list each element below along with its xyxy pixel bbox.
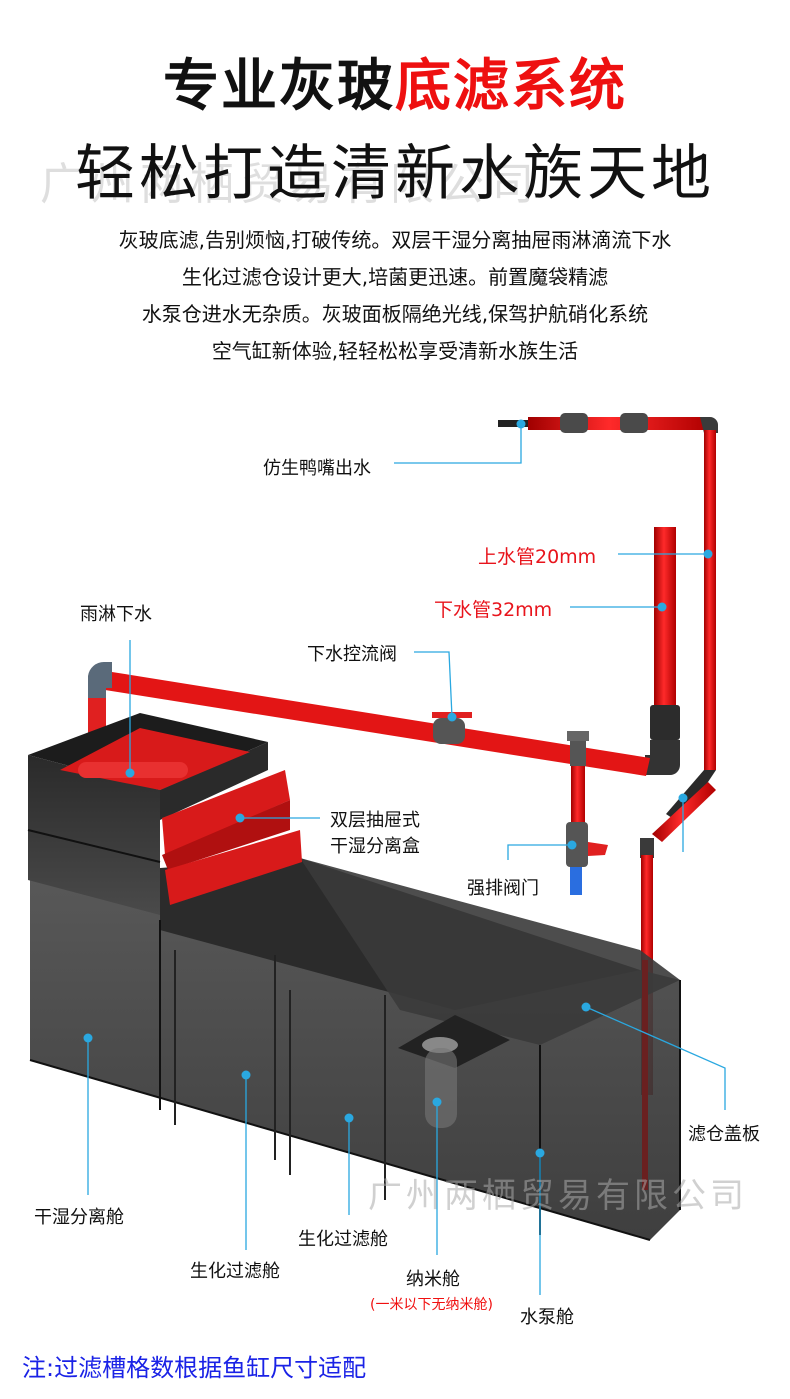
sump-tank [29, 858, 681, 1241]
callout-cover-plate [585, 1006, 726, 1110]
label-rain-drip: 雨淋下水 [80, 604, 152, 625]
callout-lines [87, 424, 726, 1295]
watermark-top: 广州两栖贸易有限公司 [40, 159, 540, 210]
callout-duckbill [394, 424, 522, 464]
drain-valve-body [433, 718, 465, 744]
inlet-pipe-vertical [704, 430, 716, 770]
callout-drain-valve [414, 651, 453, 718]
headline-title-black: 专业灰玻 [163, 54, 395, 119]
label-duckbill-outlet: 仿生鸭嘴出水 [263, 458, 371, 479]
description-line: 空气缸新体验,轻轻松松享受清新水族生活 [211, 339, 579, 363]
label-nano-chamber: 纳米舱 [406, 1269, 460, 1290]
duckbill-nozzle [498, 420, 528, 427]
footnote: 注:过滤槽格数根据鱼缸尺寸适配 [22, 1354, 367, 1382]
label-dry-wet-chamber: 干湿分离舱 [34, 1207, 124, 1228]
drain-pipe-assembly [88, 527, 680, 895]
description-line: 生化过滤仓设计更大,培菌更迅速。前置魔袋精滤 [181, 265, 609, 289]
upper-drawer [162, 770, 290, 855]
description-block: 灰玻底滤,告别烦恼,打破传统。双层干湿分离抽屉雨淋滴流下水 生化过滤仓设计更大,… [0, 222, 790, 370]
label-purge-valve: 强排阀门 [467, 878, 539, 899]
label-cover-plate: 滤仓盖板 [688, 1124, 760, 1145]
watermark-bottom: 广州两栖贸易有限公司 [368, 1176, 748, 1216]
headline-title-red: 底滤系统 [395, 54, 627, 119]
description-line: 灰玻底滤,告别烦恼,打破传统。双层干湿分离抽屉雨淋滴流下水 [118, 228, 672, 252]
label-drain-valve: 下水控流阀 [307, 644, 397, 665]
label-drain-pipe: 下水管32mm [434, 599, 553, 621]
drain-pipe-vertical [654, 527, 676, 707]
lower-drawer [165, 830, 302, 905]
callout-dots [83, 419, 713, 1158]
label-drawer-box-line1: 双层抽屉式 [330, 810, 420, 831]
label-pump-chamber: 水泵舱 [520, 1307, 574, 1328]
headline-subtitle: 轻松打造清新水族天地 [75, 139, 715, 209]
label-bio-chamber-upper: 生化过滤舱 [298, 1229, 388, 1250]
label-drawer-box-line2: 干湿分离盒 [330, 836, 420, 857]
label-nano-note: (一米以下无纳米舱) [370, 1297, 493, 1313]
description-line: 水泵仓进水无杂质。灰玻面板隔绝光线,保驾护航硝化系统 [141, 302, 649, 326]
callout-purge-valve [507, 844, 572, 860]
drain-pipe-horizontal [105, 672, 650, 776]
label-inlet-pipe: 上水管20mm [478, 546, 597, 568]
inlet-pipe-horizontal [528, 417, 708, 430]
headline-title: 专业灰玻底滤系统 [0, 52, 790, 122]
label-bio-chamber-lower: 生化过滤舱 [190, 1261, 280, 1282]
